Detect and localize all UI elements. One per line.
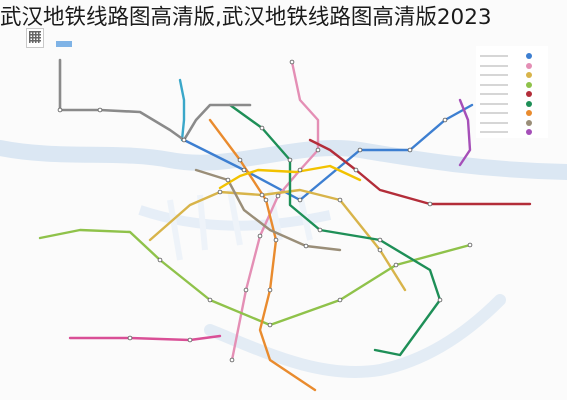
legend-row bbox=[480, 100, 546, 108]
station-dot bbox=[127, 335, 133, 341]
station-dot bbox=[263, 197, 269, 203]
stations bbox=[57, 59, 473, 363]
station-dot bbox=[297, 197, 303, 203]
legend-row bbox=[480, 90, 546, 98]
legend-row bbox=[480, 52, 546, 60]
metro-grey bbox=[58, 58, 252, 142]
legend-color-dot bbox=[526, 91, 532, 97]
station-dot bbox=[337, 297, 343, 303]
legend-label-placeholder bbox=[480, 102, 508, 105]
station-dot bbox=[187, 337, 193, 343]
station-dot bbox=[257, 233, 263, 239]
legend-color-dot bbox=[526, 129, 532, 135]
legend-row bbox=[480, 119, 546, 127]
legend-row bbox=[480, 71, 546, 79]
legend-color-dot bbox=[526, 119, 532, 126]
station-dot bbox=[315, 147, 321, 153]
legend-label-placeholder bbox=[480, 74, 508, 76]
page-caption: 武汉地铁线路图高清版,武汉地铁线路图高清版2023 bbox=[0, 5, 492, 30]
metro-line-21 bbox=[458, 98, 472, 167]
legend-color-dot bbox=[526, 100, 532, 107]
legend-label-placeholder bbox=[480, 131, 508, 133]
metro-line-11 bbox=[218, 164, 362, 190]
station-dot bbox=[243, 287, 249, 293]
station-dot bbox=[287, 157, 293, 163]
header-tag bbox=[56, 41, 72, 47]
legend-label-placeholder bbox=[480, 64, 508, 67]
station-dot bbox=[229, 357, 235, 363]
legend-row bbox=[480, 81, 546, 89]
legend-color-dot bbox=[526, 81, 532, 88]
line-legend bbox=[476, 46, 548, 138]
station-dot bbox=[467, 242, 473, 248]
station-dot bbox=[259, 192, 265, 198]
station-dot bbox=[297, 167, 303, 173]
station-dot bbox=[377, 247, 383, 253]
metro-line-5 bbox=[308, 138, 532, 206]
station-dot bbox=[437, 297, 443, 303]
station-dot bbox=[259, 125, 265, 131]
metro-line-6 bbox=[228, 103, 442, 357]
station-dot bbox=[181, 137, 187, 143]
station-dot bbox=[442, 117, 448, 123]
legend-label-placeholder bbox=[480, 55, 508, 57]
legend-row bbox=[480, 62, 546, 70]
metro-line-16 bbox=[68, 334, 222, 342]
station-dot bbox=[357, 147, 363, 153]
station-dot bbox=[303, 243, 309, 249]
station-dot bbox=[317, 227, 323, 233]
station-dot bbox=[157, 257, 163, 263]
legend-color-dot bbox=[526, 110, 532, 116]
qr-code-icon bbox=[26, 28, 44, 48]
station-dot bbox=[289, 59, 295, 65]
station-dot bbox=[407, 147, 413, 153]
station-dot bbox=[273, 237, 279, 243]
legend-color-dot bbox=[526, 62, 532, 69]
station-dot bbox=[275, 193, 281, 199]
metro-airport bbox=[178, 78, 186, 142]
legend-label-placeholder bbox=[480, 121, 508, 124]
legend-color-dot bbox=[526, 72, 532, 78]
legend-row bbox=[480, 128, 546, 136]
metro-line-8 bbox=[194, 168, 342, 252]
station-dot bbox=[207, 297, 213, 303]
legend-label-placeholder bbox=[480, 93, 508, 95]
station-dot bbox=[267, 322, 273, 328]
metro-line-3 bbox=[148, 188, 407, 292]
station-dot bbox=[427, 201, 433, 207]
station-dot bbox=[97, 107, 103, 113]
station-dot bbox=[241, 167, 247, 173]
station-dot bbox=[57, 107, 63, 113]
legend-label-placeholder bbox=[480, 112, 508, 114]
station-dot bbox=[393, 262, 399, 268]
station-dot bbox=[337, 197, 343, 203]
metro-line-7 bbox=[208, 118, 317, 392]
legend-color-dot bbox=[526, 53, 532, 59]
legend-row bbox=[480, 109, 546, 117]
river-background bbox=[0, 140, 567, 378]
station-dot bbox=[353, 167, 359, 173]
station-dot bbox=[267, 287, 273, 293]
metro-line-4 bbox=[38, 228, 472, 327]
station-dot bbox=[237, 157, 243, 163]
legend-label-placeholder bbox=[480, 83, 508, 86]
station-dot bbox=[225, 177, 231, 183]
station-dot bbox=[217, 189, 223, 195]
station-dot bbox=[377, 237, 383, 243]
